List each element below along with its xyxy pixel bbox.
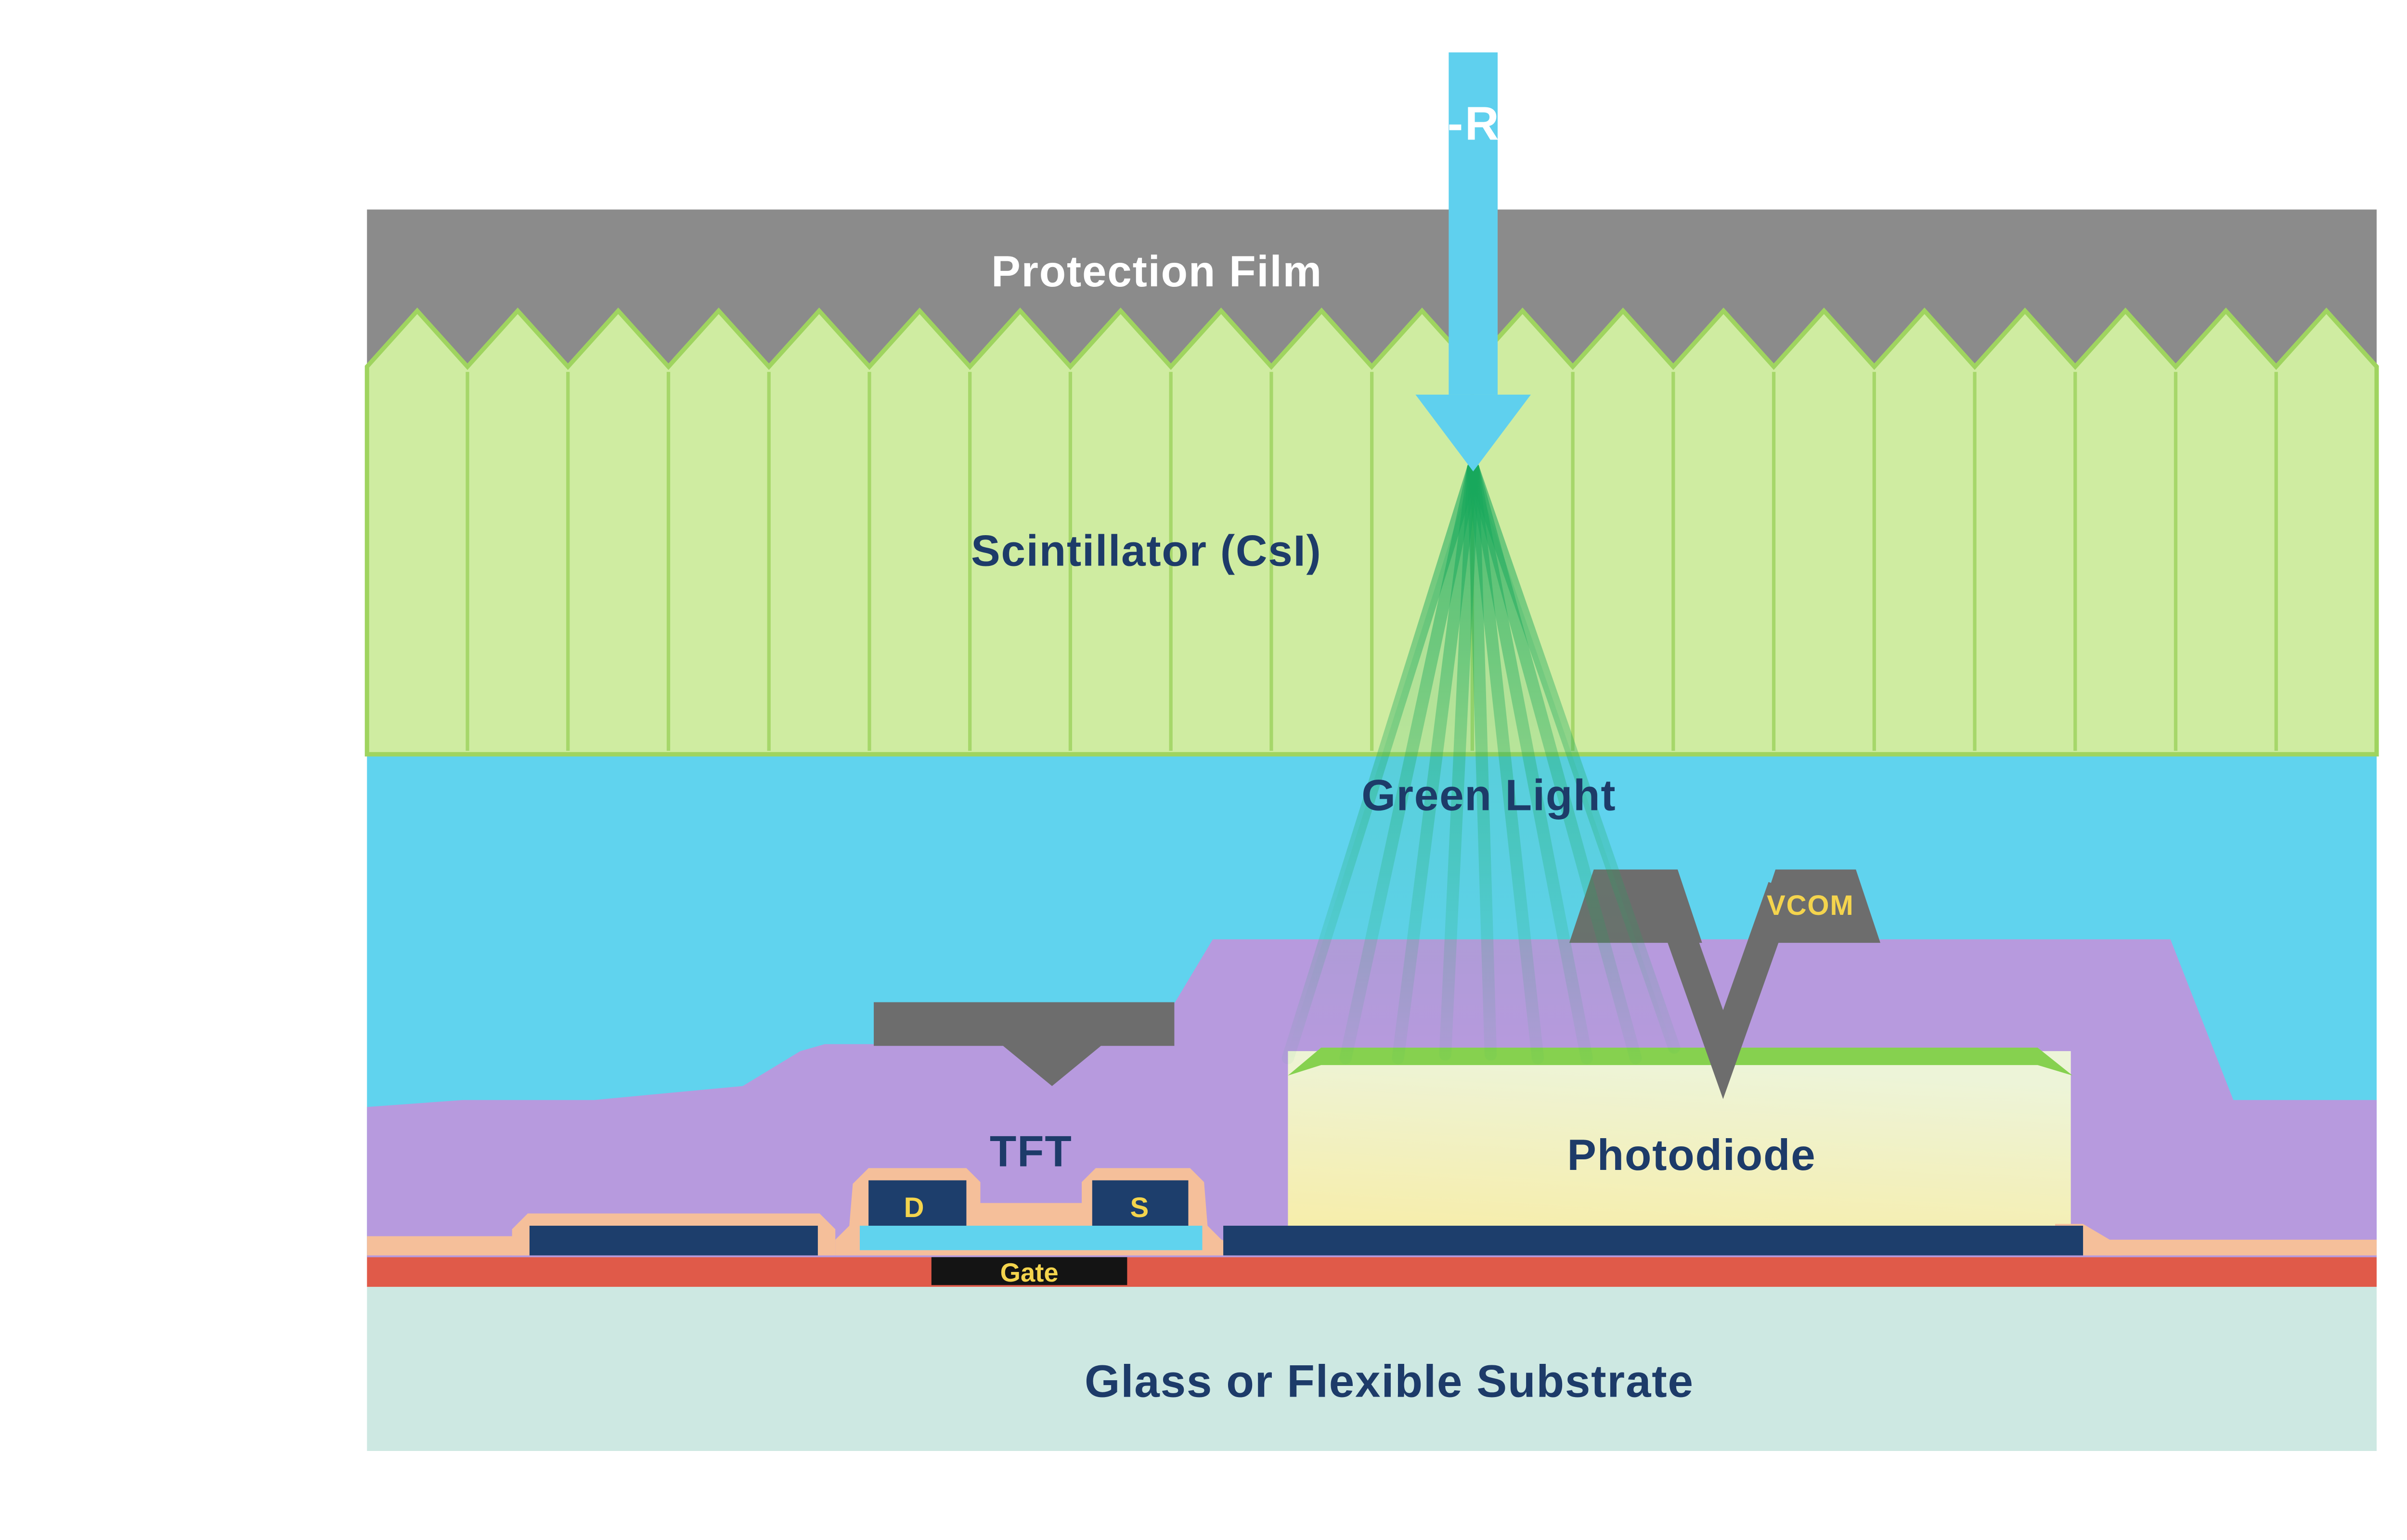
- green-ray: [1467, 462, 1681, 1054]
- left-metal-line: [529, 1225, 818, 1256]
- green-ray: [1467, 462, 1497, 1061]
- substrate-layer: [367, 1286, 2377, 1451]
- substrate-label: Glass or Flexible Substrate: [1085, 1356, 1694, 1407]
- scintillator-label: Scintillator (CsI): [971, 527, 1321, 576]
- tft-channel-layer: [860, 1225, 1203, 1250]
- drain-electrode: [868, 1180, 967, 1226]
- xray-arrow-shaft: [1449, 52, 1498, 395]
- green-ray: [1281, 462, 1479, 1065]
- protection-film-label: Protection Film: [991, 247, 1322, 296]
- xray-arrow-head: [1415, 394, 1531, 472]
- gate-label: Gate: [1000, 1258, 1059, 1287]
- source-electrode: [1092, 1180, 1189, 1226]
- green-ray: [1439, 462, 1479, 1061]
- drain-label: D: [904, 1192, 924, 1223]
- left-contact-pad: [874, 1002, 1175, 1086]
- xray-label: X-Ray: [1414, 97, 1557, 150]
- gate-electrode: [931, 1257, 1127, 1285]
- green-ray: [1392, 462, 1479, 1065]
- photodiode-label: Photodiode: [1567, 1131, 1816, 1180]
- protection-film-layer: [367, 209, 2377, 369]
- pixel-bottom-electrode: [1223, 1225, 2083, 1256]
- xray-beam-arrow: [1415, 52, 1531, 472]
- passivation-left-strip: [367, 1236, 525, 1256]
- passivation-right-strip: [2106, 1239, 2377, 1256]
- vcom-via: [1649, 882, 1797, 1099]
- vcom-label: VCOM: [1767, 890, 1854, 921]
- green-light-rays: [1281, 462, 1681, 1065]
- tft-label: TFT: [990, 1128, 1073, 1176]
- green-ray: [1339, 462, 1479, 1065]
- green-ray: [1467, 462, 1642, 1065]
- gate-line-layer: [367, 1255, 2377, 1287]
- green-ray: [1467, 462, 1544, 1065]
- photodiode-body: [1288, 1051, 2071, 1236]
- source-label: S: [1130, 1192, 1149, 1223]
- green-light-label: Green Light: [1361, 771, 1616, 820]
- green-ray: [1467, 462, 1593, 1065]
